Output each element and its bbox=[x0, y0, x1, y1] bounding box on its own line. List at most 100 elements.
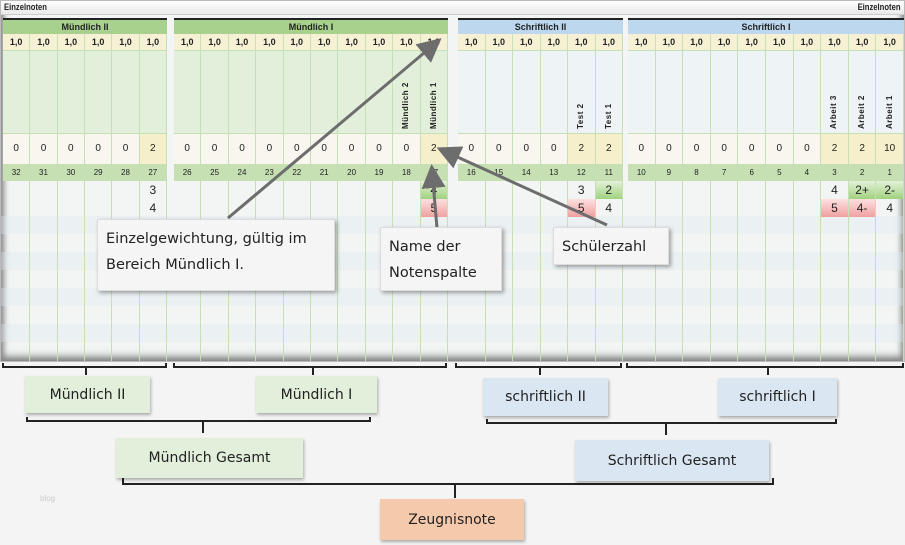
column-name-cell[interactable]: Mündlich 1 bbox=[420, 51, 447, 134]
column-name-cell[interactable] bbox=[311, 51, 338, 134]
column-name-cell[interactable]: Arbeit 3 bbox=[821, 51, 848, 134]
weight-cell[interactable]: 1,0 bbox=[338, 34, 365, 51]
column-name-cell[interactable] bbox=[57, 51, 84, 134]
column-name-cell[interactable] bbox=[628, 51, 655, 134]
weight-cell[interactable]: 1,0 bbox=[513, 34, 540, 51]
weight-cell[interactable]: 1,0 bbox=[655, 34, 683, 51]
weight-cell[interactable]: 1,0 bbox=[738, 34, 765, 51]
weight-cell[interactable]: 1,0 bbox=[485, 34, 512, 51]
column-name-cell[interactable] bbox=[30, 51, 57, 134]
column-name-cell[interactable] bbox=[683, 51, 710, 134]
column-name-cell[interactable] bbox=[283, 51, 310, 134]
weight-cell[interactable]: 1,0 bbox=[57, 34, 84, 51]
column-name-cell[interactable] bbox=[139, 51, 166, 134]
weight-cell[interactable]: 1,0 bbox=[821, 34, 848, 51]
column-name-cell[interactable] bbox=[738, 51, 765, 134]
grade-cell[interactable]: 4 bbox=[831, 183, 838, 197]
column-name-cell[interactable] bbox=[201, 51, 228, 134]
column-name-cell[interactable]: Arbeit 1 bbox=[876, 51, 903, 134]
weight-cell[interactable]: 1,0 bbox=[848, 34, 876, 51]
weight-cell[interactable]: 1,0 bbox=[628, 34, 655, 51]
weight-cell[interactable]: 1,0 bbox=[139, 34, 166, 51]
column-name-cell[interactable] bbox=[85, 51, 112, 134]
column-name-cell[interactable] bbox=[485, 51, 512, 134]
column-name-cell[interactable] bbox=[540, 51, 567, 134]
weight-cell[interactable]: 1,0 bbox=[3, 34, 30, 51]
column-name-cell[interactable]: Arbeit 2 bbox=[848, 51, 876, 134]
weight-cell[interactable]: 1,0 bbox=[710, 34, 738, 51]
weight-cell[interactable]: 1,0 bbox=[540, 34, 567, 51]
column-name-cell[interactable]: Mündlich 2 bbox=[393, 51, 420, 134]
grade-cell[interactable]: 3 bbox=[149, 183, 157, 197]
weight-cell[interactable]: 1,0 bbox=[393, 34, 420, 51]
column-name-cell[interactable] bbox=[3, 51, 30, 134]
grade-cell[interactable]: 4- bbox=[848, 199, 876, 217]
grade-cell[interactable]: 5 bbox=[568, 199, 595, 217]
column-name-cell[interactable] bbox=[655, 51, 683, 134]
weight-cell[interactable]: 1,0 bbox=[112, 34, 139, 51]
weight-cell[interactable]: 1,0 bbox=[85, 34, 112, 51]
weight-cell[interactable]: 1,0 bbox=[595, 34, 622, 51]
weight-cell[interactable]: 1,0 bbox=[228, 34, 256, 51]
weight-cell[interactable]: 1,0 bbox=[793, 34, 821, 51]
weight-cell[interactable]: 1,0 bbox=[766, 34, 793, 51]
grade-cell[interactable]: 3 bbox=[577, 183, 585, 197]
column-name-cell[interactable] bbox=[710, 51, 738, 134]
grade-cell[interactable]: 2+ bbox=[848, 181, 876, 199]
grade-cell[interactable]: 2- bbox=[876, 181, 903, 199]
column-name-cell[interactable] bbox=[228, 51, 256, 134]
column-name-cell[interactable] bbox=[793, 51, 821, 134]
column-name-cell[interactable] bbox=[458, 51, 485, 134]
weight-cell[interactable]: 1,0 bbox=[683, 34, 710, 51]
weight-cell[interactable]: 1,0 bbox=[201, 34, 228, 51]
weight-cell[interactable]: 1,0 bbox=[458, 34, 485, 51]
column-name-cell[interactable] bbox=[766, 51, 793, 134]
weight-cell[interactable]: 1,0 bbox=[174, 34, 201, 51]
grade-cell[interactable]: 5 bbox=[821, 199, 848, 217]
column-name-cell[interactable] bbox=[513, 51, 540, 134]
column-name-cell[interactable] bbox=[112, 51, 139, 134]
column-name-cell[interactable] bbox=[174, 51, 201, 134]
grade-cell[interactable]: 4 bbox=[605, 201, 613, 215]
weight-cell[interactable]: 1,0 bbox=[283, 34, 310, 51]
weight-cell[interactable]: 1,0 bbox=[311, 34, 338, 51]
weight-cell[interactable]: 1,0 bbox=[365, 34, 393, 51]
weight-cell[interactable]: 1,0 bbox=[876, 34, 903, 51]
weight-cell[interactable]: 1,0 bbox=[568, 34, 595, 51]
grade-cell[interactable]: 4 bbox=[886, 201, 894, 215]
grade-cell[interactable]: 2 bbox=[595, 181, 622, 199]
weight-cell[interactable]: 1,0 bbox=[30, 34, 57, 51]
column-name-cell[interactable]: Test 2 bbox=[568, 51, 595, 134]
weight-cell[interactable]: 1,0 bbox=[256, 34, 283, 51]
column-name-cell[interactable]: Test 1 bbox=[595, 51, 622, 134]
column-name-cell[interactable] bbox=[256, 51, 283, 134]
